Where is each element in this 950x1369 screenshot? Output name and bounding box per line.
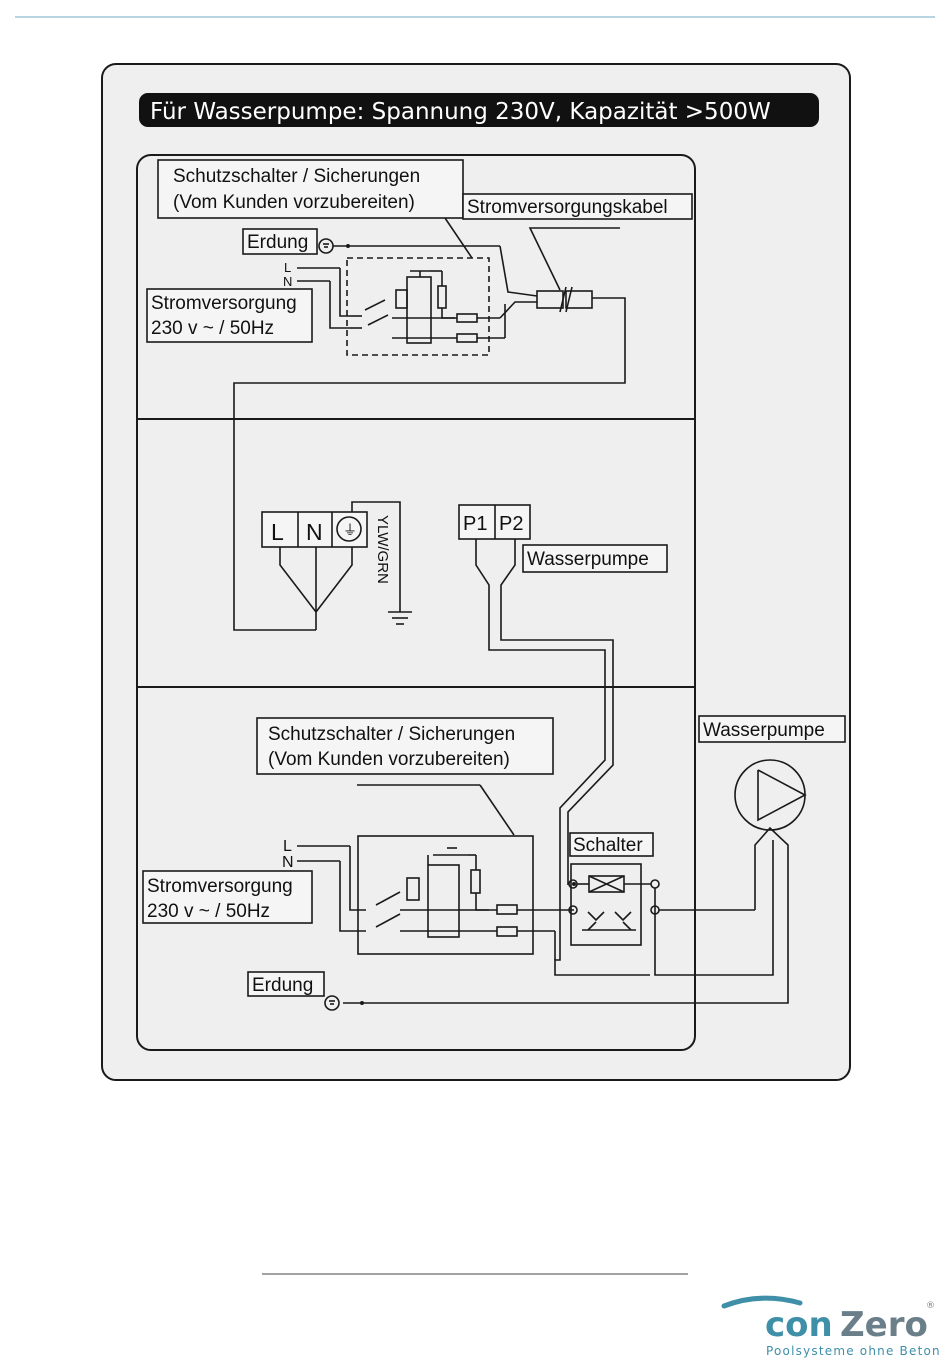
bottom-breaker-label-line1: Schutzschalter / Sicherungen — [268, 724, 515, 745]
earth-wire-label: YLW/GRN — [374, 515, 391, 584]
bottom-pump-label: Wasserpumpe — [703, 720, 825, 741]
logo-swoosh — [721, 1295, 803, 1309]
top-supply-line2: 230 v ~ / 50Hz — [151, 318, 274, 339]
bottom-earth-label: Erdung — [252, 975, 313, 996]
logo-tagline: Poolsysteme ohne Beton — [766, 1344, 941, 1358]
top-line-n: N — [283, 274, 292, 289]
top-earth-label: Erdung — [247, 232, 308, 253]
terminal-p1: P1 — [463, 513, 487, 535]
diagram-title: Für Wasserpumpe: Spannung 230V, Kapazitä… — [150, 99, 771, 125]
top-supply-line1: Stromversorgung — [151, 293, 297, 314]
switch-label: Schalter — [573, 835, 643, 856]
terminal-p2: P2 — [499, 513, 523, 535]
bottom-line-l: L — [283, 838, 292, 855]
terminal-l: L — [271, 519, 284, 545]
middle-pump-label: Wasserpumpe — [527, 549, 649, 570]
logo-name-zero: Zero — [840, 1305, 928, 1345]
terminal-n: N — [306, 519, 323, 545]
top-breaker-label-line1: Schutzschalter / Sicherungen — [173, 166, 420, 187]
bottom-supply-line1: Stromversorgung — [147, 876, 293, 897]
bottom-line-n: N — [282, 854, 294, 871]
inner-panel — [136, 154, 696, 1051]
title-banner — [139, 93, 819, 127]
earth-symbol-terminal: ⏚ — [343, 522, 357, 538]
top-line-l: L — [284, 260, 291, 275]
top-breaker-label-line2: (Vom Kunden vorzubereiten) — [173, 192, 415, 213]
top-cable-label: Stromversorgungskabel — [467, 197, 668, 218]
bottom-supply-line2: 230 v ~ / 50Hz — [147, 901, 270, 922]
conzero-logo: con Zero ® Poolsysteme ohne Beton — [721, 1295, 941, 1358]
bottom-breaker-label-line2: (Vom Kunden vorzubereiten) — [268, 749, 510, 770]
logo-registered: ® — [926, 1301, 935, 1311]
logo-name-con: con — [765, 1305, 833, 1345]
